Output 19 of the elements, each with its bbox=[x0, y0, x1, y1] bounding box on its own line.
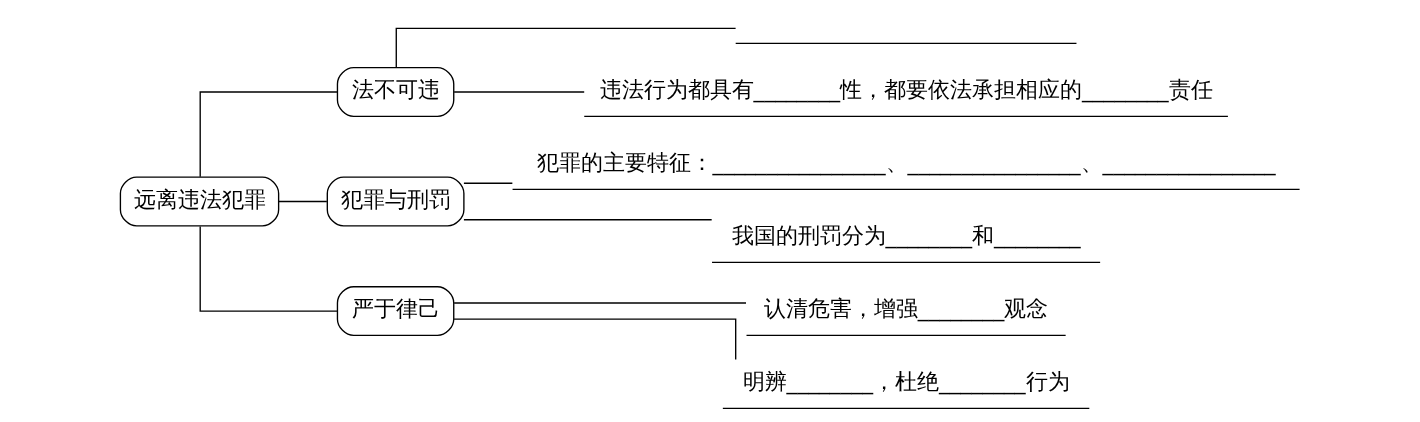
connector bbox=[453, 302, 747, 304]
node-box: 犯罪与刑罚 bbox=[326, 176, 465, 227]
node-text: 明辨________，杜绝________行为 bbox=[742, 369, 1070, 395]
node-text: 违法行为都具有________性，都要依法承担相应的________责任 bbox=[599, 77, 1213, 103]
connector bbox=[395, 27, 737, 69]
connector bbox=[463, 182, 514, 184]
node-box: 严于律己 bbox=[336, 286, 455, 337]
node-box: 远离违法犯罪 bbox=[119, 176, 280, 227]
connector bbox=[463, 219, 713, 221]
node-line bbox=[735, 42, 1078, 44]
connector bbox=[453, 91, 585, 93]
connector bbox=[199, 225, 338, 312]
node-text: 我国的刑罚分为________和________ bbox=[731, 223, 1081, 249]
connector bbox=[199, 91, 338, 178]
connector bbox=[453, 318, 737, 361]
connector bbox=[278, 200, 328, 203]
node-text: 认清危害，增强________观念 bbox=[763, 296, 1049, 322]
node-box: 法不可违 bbox=[336, 67, 455, 117]
node-text: 犯罪的主要特征：________________、________________、________________ bbox=[536, 150, 1276, 176]
